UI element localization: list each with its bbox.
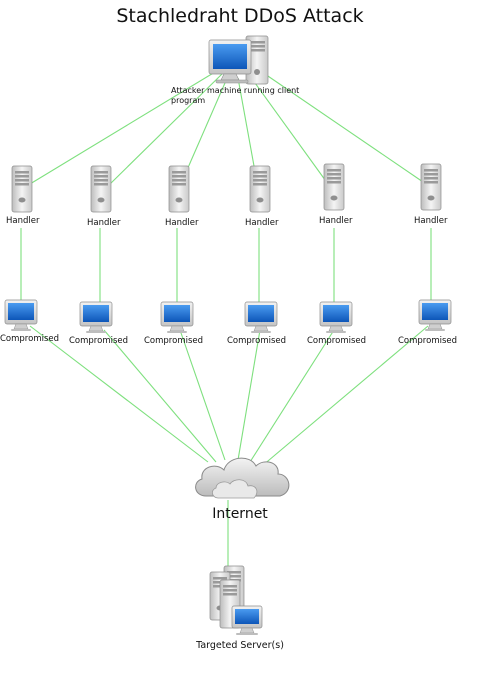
monitor-icon	[319, 301, 353, 333]
handler-label: Handler	[165, 218, 199, 228]
compromised-label: Compromised	[144, 336, 204, 346]
connection-lines	[20, 71, 432, 578]
link-attacker-handler-2	[107, 73, 223, 187]
compromised-label: Compromised	[398, 336, 458, 346]
handler-label: Handler	[414, 216, 448, 226]
link-attacker-handler-6	[261, 71, 427, 185]
target-label: Targeted Server(s)	[196, 640, 284, 651]
handler-label: Handler	[245, 218, 279, 228]
handler-label: Handler	[87, 218, 121, 228]
attacker-label: Attacker machine running client program	[171, 86, 300, 105]
handler-label: Handler	[319, 216, 353, 226]
diagram-title: Stachledraht DDoS Attack	[116, 5, 364, 27]
compromised-label: Compromised	[307, 336, 367, 346]
link-compromised-internet-4	[237, 329, 261, 461]
workstation-icon	[208, 35, 269, 85]
monitor-icon	[418, 299, 452, 331]
server-tower-icon	[420, 163, 442, 211]
compromised-label: Compromised	[227, 336, 287, 346]
link-compromised-internet-1	[29, 325, 209, 463]
link-compromised-internet-6	[261, 325, 429, 467]
server-tower-icon	[323, 163, 345, 211]
compromised-label: Compromised	[69, 336, 129, 346]
monitor-icon	[160, 301, 194, 333]
link-compromised-internet-5	[249, 329, 335, 463]
compromised-label: Compromised	[0, 334, 60, 344]
monitor-icon	[244, 301, 278, 333]
monitor-icon	[79, 301, 113, 333]
server-tower-icon	[168, 165, 190, 213]
link-compromised-internet-2	[103, 329, 217, 463]
handler-label: Handler	[6, 216, 40, 226]
monitor-icon	[4, 299, 38, 331]
cloud-icon	[195, 457, 290, 499]
server-tower-icon	[90, 165, 112, 213]
link-attacker-handler-1	[29, 71, 216, 185]
server-cluster-icon	[209, 565, 263, 635]
link-compromised-internet-3	[179, 329, 226, 461]
link-attacker-handler-5	[249, 75, 329, 185]
server-tower-icon	[249, 165, 271, 213]
internet-label: Internet	[212, 506, 268, 522]
server-tower-icon	[11, 165, 33, 213]
